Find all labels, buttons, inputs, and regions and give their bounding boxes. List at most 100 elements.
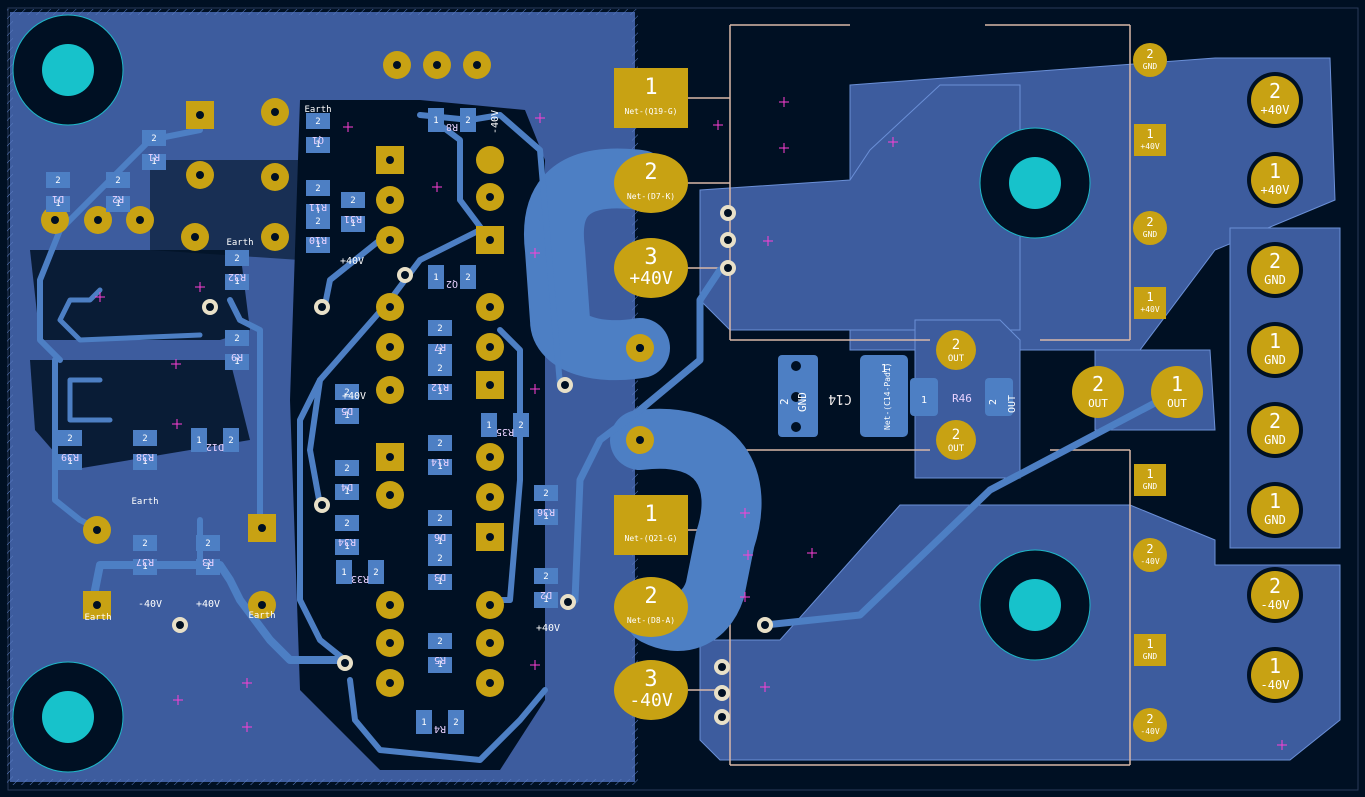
smd-pad-num: 2 — [142, 434, 147, 444]
smd-pad-num: 2 — [315, 117, 320, 127]
smd-pad-num: 1 — [350, 219, 355, 229]
pad-square[interactable] — [614, 68, 688, 128]
smd-ref: D5 — [341, 405, 353, 416]
smd-pad-num: 1 — [437, 577, 442, 587]
pad-number: 1 — [1146, 637, 1153, 651]
smd-pad-num: 1 — [234, 277, 239, 287]
pad-number: 2 — [1146, 712, 1153, 726]
c14-pad2-net: GND — [796, 392, 809, 412]
earth-label-5: Earth — [248, 611, 275, 621]
heatsink-pad-4[interactable]: 1+40V — [1134, 287, 1166, 319]
c14-pad1[interactable] — [860, 355, 908, 437]
via-drill — [724, 236, 732, 244]
smd-ref: D1 — [52, 193, 64, 204]
pad-net: GND — [1143, 62, 1158, 71]
smd-ref: Q1 — [312, 134, 324, 145]
heatsink-pad-6[interactable]: 2-40V — [1133, 538, 1167, 572]
pad-net: Net-(Q21-G) — [625, 534, 678, 543]
pad-square[interactable] — [614, 495, 688, 555]
pad-net: -40V — [1140, 557, 1159, 566]
smd-pad-num: 1 — [55, 199, 60, 209]
terminal-net: GND — [1264, 353, 1286, 367]
smd-pad-num: 1 — [344, 487, 349, 497]
c14-pad2-num: 2 — [778, 398, 791, 405]
pad-number: 2 — [1146, 542, 1153, 556]
transistor-pad-3[interactable]: 3+40V — [614, 238, 688, 298]
pad-net: OUT — [948, 444, 965, 454]
pad-number: 3 — [644, 667, 657, 692]
minus40-label-1: -40V — [138, 599, 162, 610]
terminal-number: 2 — [1269, 574, 1281, 598]
smd-pad-num: 1 — [344, 542, 349, 552]
terminal-pad-1[interactable]: 2+40V — [1247, 72, 1303, 128]
smd-ref: R5 — [434, 654, 446, 665]
pad-net: +40V — [629, 268, 673, 289]
r46-pad1[interactable] — [910, 378, 938, 416]
small-tht-pads — [41, 51, 654, 697]
r46-pad2[interactable] — [985, 378, 1013, 416]
pad-net: -40V — [629, 690, 673, 711]
pad-oval[interactable] — [614, 238, 688, 298]
smd-pad-num: 2 — [315, 217, 320, 227]
transistor-pads[interactable]: 1Net-(Q19-G)2Net-(D7-K)3+40V1Net-(Q21-G)… — [614, 68, 688, 720]
pad-net: OUT — [948, 354, 965, 364]
pad-number: 1 — [1146, 127, 1153, 141]
transistor-pad-6[interactable]: 3-40V — [614, 660, 688, 720]
terminal-pad-7[interactable]: 2-40V — [1247, 567, 1303, 623]
smd-pad-num: 2 — [453, 718, 458, 728]
pad-net: +40V — [1140, 142, 1159, 151]
smd-pad-num: 1 — [341, 568, 346, 578]
via-drill — [318, 501, 326, 509]
pad-oval[interactable] — [614, 577, 688, 637]
smd-pad-num: 1 — [315, 207, 320, 217]
via-drill — [761, 621, 769, 629]
smd-ref: R37 — [136, 556, 154, 567]
heatsink-pad-2[interactable]: 1+40V — [1134, 124, 1166, 156]
r46-ref: R46 — [952, 392, 972, 405]
smd-pad-num: 1 — [67, 457, 72, 467]
smd-ref: R34 — [338, 536, 356, 547]
terminal-pad-2[interactable]: 1+40V — [1247, 152, 1303, 208]
smd-ref: R9 — [231, 351, 243, 362]
terminal-pad-8[interactable]: 1-40V — [1247, 647, 1303, 703]
terminal-net: -40V — [1261, 678, 1290, 692]
pad-oval[interactable] — [614, 660, 688, 720]
heatsink-pad-8[interactable]: 2-40V — [1133, 708, 1167, 742]
earth-label-1: Earth — [304, 105, 331, 115]
smd-pad-num: 1 — [437, 347, 442, 357]
terminal-number: 2 — [1269, 249, 1281, 273]
pad-number: 1 — [644, 502, 657, 527]
pad-oval[interactable] — [614, 153, 688, 213]
smd-pad-num: 1 — [543, 595, 548, 605]
pad-number: 1 — [1146, 467, 1153, 481]
